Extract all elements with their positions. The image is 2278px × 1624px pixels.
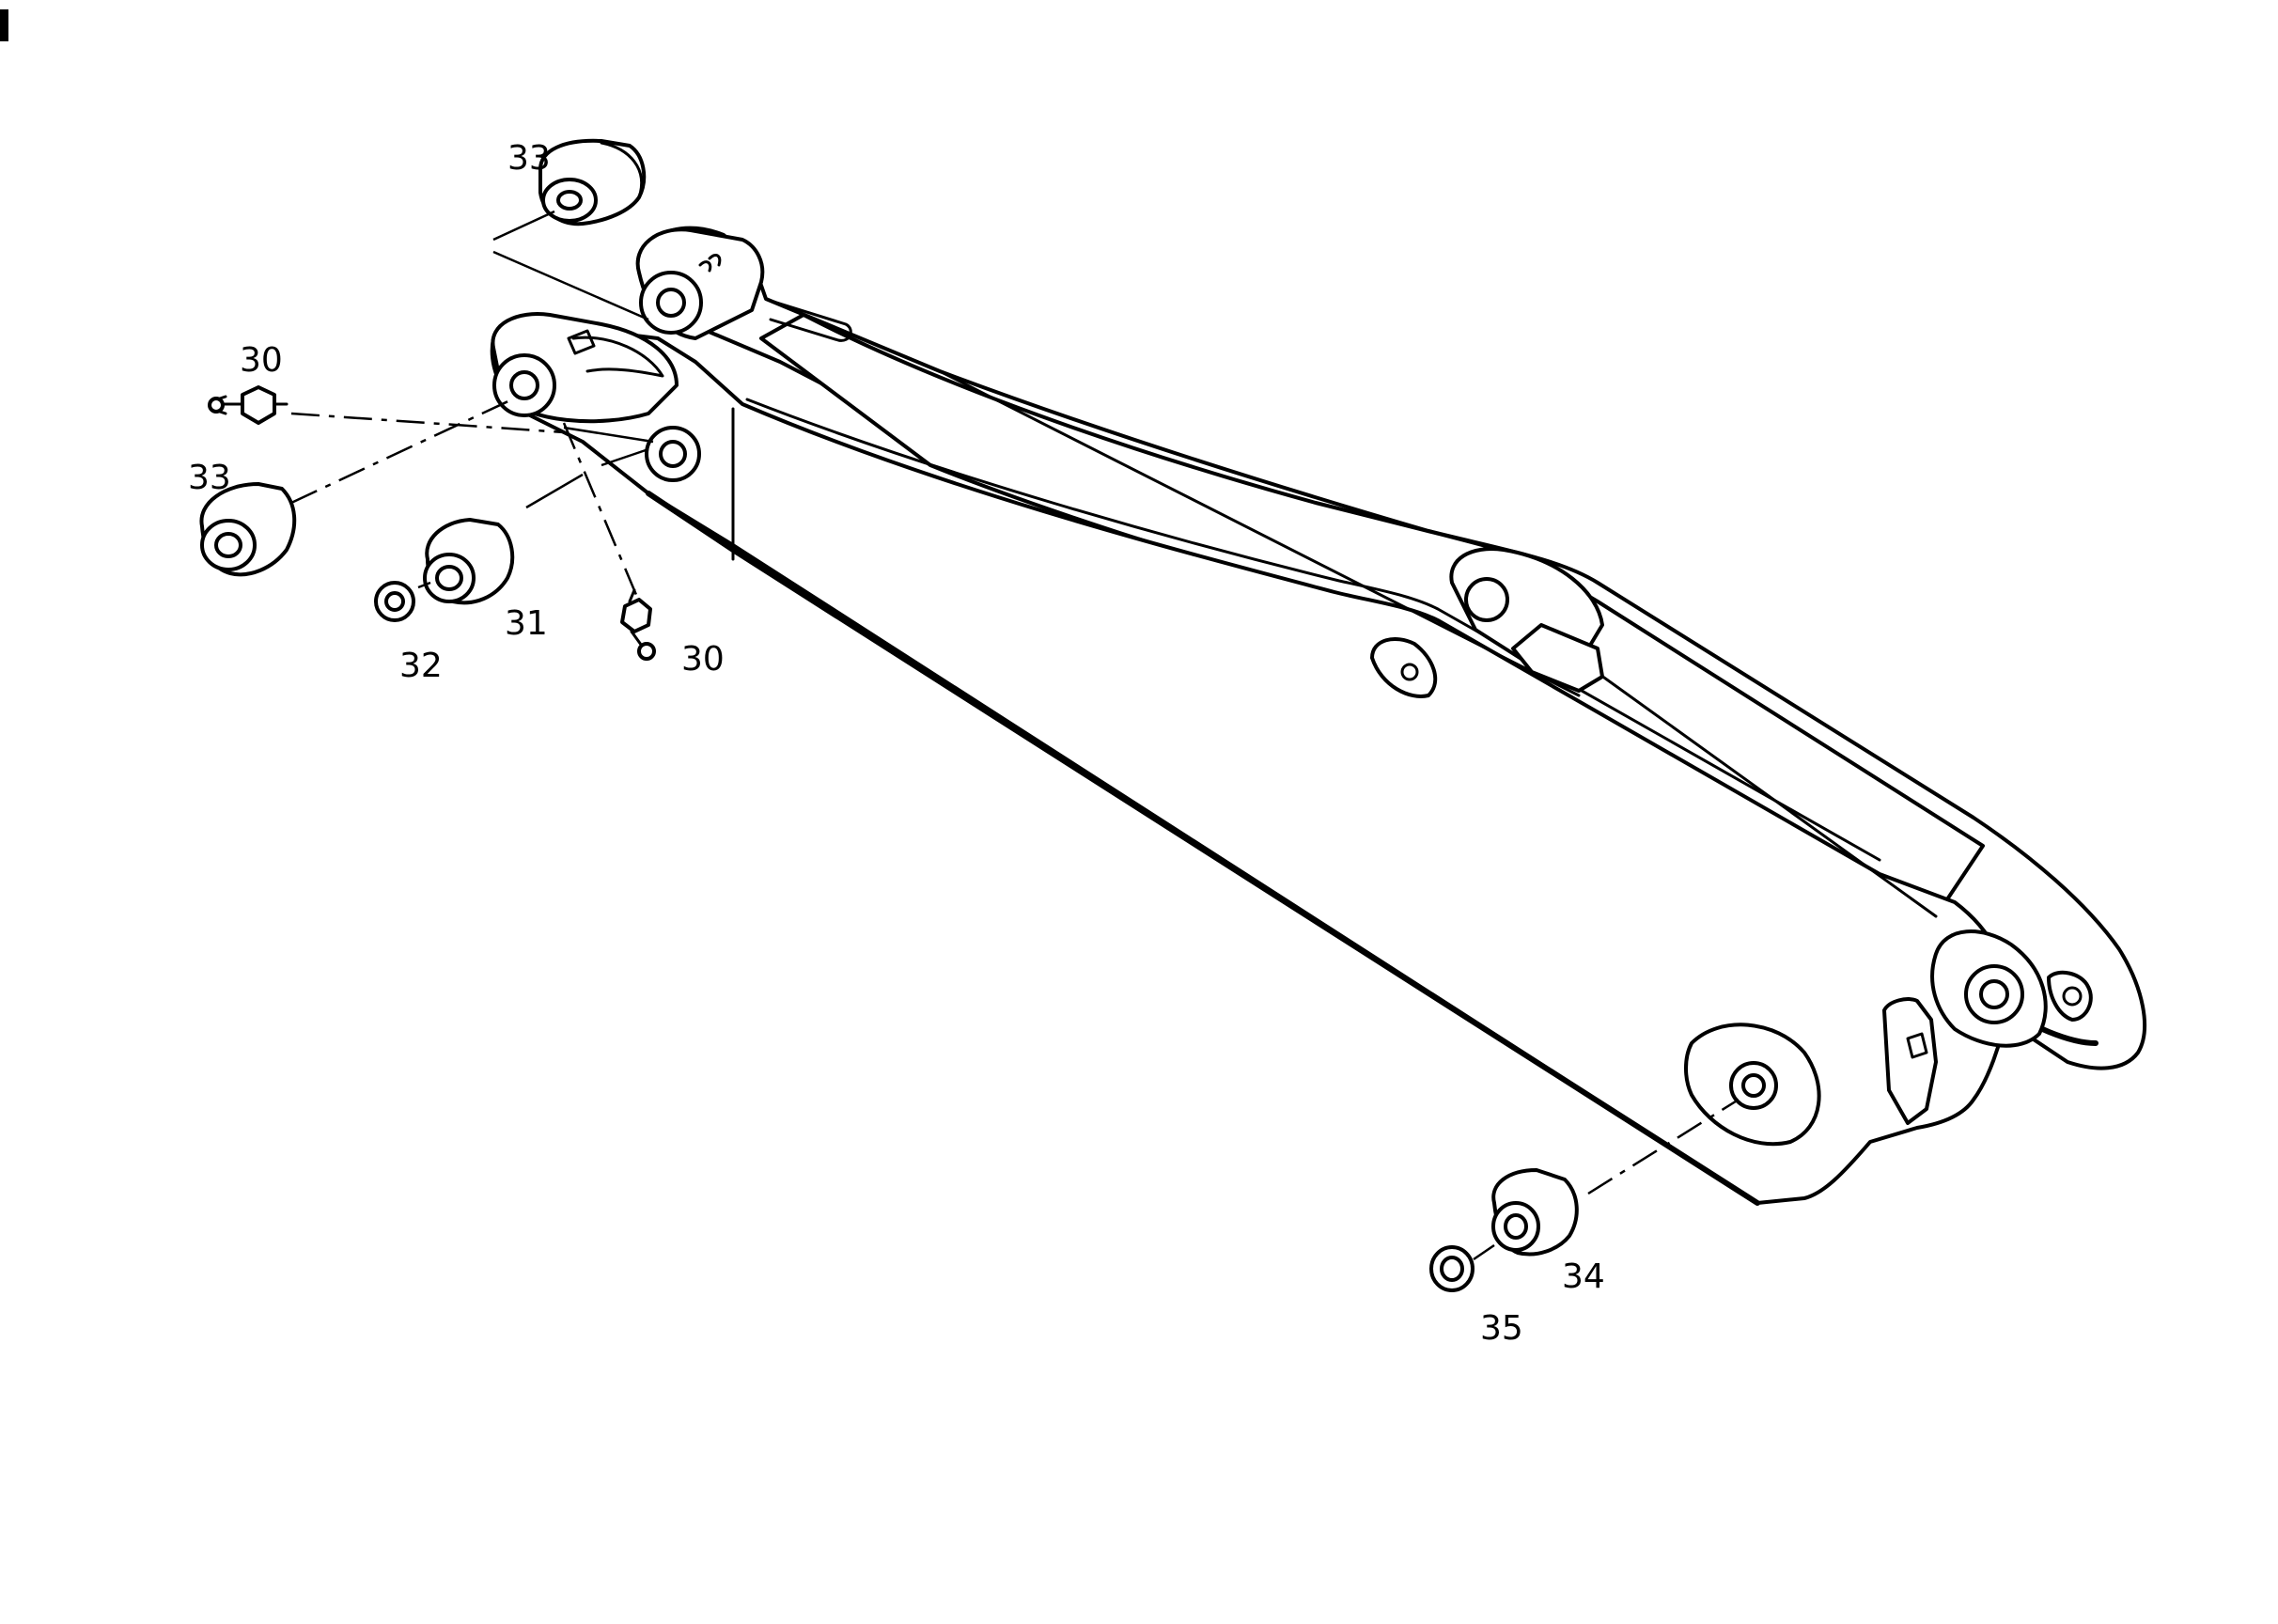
rear-lug-grease-port <box>698 254 722 273</box>
bushing-33-left-bore <box>214 532 242 558</box>
nipple-30-bottom-thread <box>628 588 636 603</box>
lead-sleeve-bore <box>601 447 649 467</box>
callout-34: 34 <box>1562 1257 1605 1296</box>
bushing-33-top-flange <box>600 141 644 199</box>
lower-bore <box>659 440 687 468</box>
mid-cross-tube <box>1511 623 1604 693</box>
leader-lines <box>290 210 1740 1261</box>
lead-30-bore <box>563 426 654 444</box>
bushing-33-top-bore <box>556 190 583 211</box>
washer-32-inner <box>384 591 405 612</box>
washer-35-inner <box>1440 1256 1464 1282</box>
sleeve-31 <box>423 518 515 605</box>
rear-lug <box>635 227 852 342</box>
side-pad-hole <box>1400 663 1419 681</box>
lead-35 <box>1473 1243 1495 1261</box>
rear-lug-bore <box>656 288 686 318</box>
callout-30-top: 30 <box>240 341 283 380</box>
sleeve-34-bore <box>1504 1213 1528 1240</box>
lead-31 <box>525 473 584 509</box>
front-lug-bore <box>509 370 539 400</box>
front-lug <box>491 312 701 482</box>
tip-lug-far-bore <box>2062 986 2083 1007</box>
callout-31: 31 <box>505 604 548 643</box>
callout-30-bottom: 30 <box>681 640 725 679</box>
lead-33-left <box>290 398 513 505</box>
tip-lug-far <box>2047 970 2093 1022</box>
washer-32 <box>374 581 415 622</box>
callout-35: 35 <box>1480 1309 1523 1348</box>
mid-lug-bore <box>1464 577 1509 622</box>
front-lug-boss <box>567 329 596 355</box>
callout-33-top: 33 <box>507 139 551 178</box>
sleeve-34 <box>1491 1168 1579 1257</box>
arm-front-plate <box>490 319 2009 1205</box>
lead-33-top-b <box>492 250 649 321</box>
corner-mark <box>0 9 8 41</box>
lead-33-top-a <box>492 210 555 242</box>
washer-35 <box>1429 1245 1474 1292</box>
grease-nipple-30-bottom <box>620 588 656 661</box>
bushing-33-left <box>199 482 297 577</box>
callouts: 33 30 33 31 32 30 34 35 <box>188 139 1605 1348</box>
arm-front-edge <box>745 398 1881 862</box>
nipple-30-top-hex <box>241 385 276 425</box>
sleeve-31-bore <box>435 565 463 591</box>
nipple-30-bottom-ball <box>637 642 656 661</box>
lead-32 <box>417 581 431 589</box>
nipple-30-bottom-hex <box>620 598 652 633</box>
arm-top-seam <box>938 369 1581 697</box>
front-lug-fin <box>571 336 664 378</box>
foot-boss-bore <box>1741 1073 1766 1098</box>
lead-30-bottom <box>562 422 641 602</box>
grease-nipple-30-top <box>208 385 289 425</box>
tip-lug-bore <box>1979 979 2009 1009</box>
lead-30-top <box>290 412 565 434</box>
tip-bracket <box>1882 997 1938 1125</box>
bushing-33-top <box>538 138 647 226</box>
nipple-30-top-ball <box>208 397 225 414</box>
mid-lug <box>1370 547 1604 698</box>
tip-clevis <box>1684 929 2093 1147</box>
rear-lug-slot <box>769 299 852 342</box>
callout-33-left: 33 <box>188 459 231 497</box>
callout-32: 32 <box>399 647 443 685</box>
lead-34 <box>1587 1098 1740 1195</box>
tip-bracket-notch <box>1906 1032 1928 1059</box>
arm-bottom-edge <box>646 491 1760 1206</box>
